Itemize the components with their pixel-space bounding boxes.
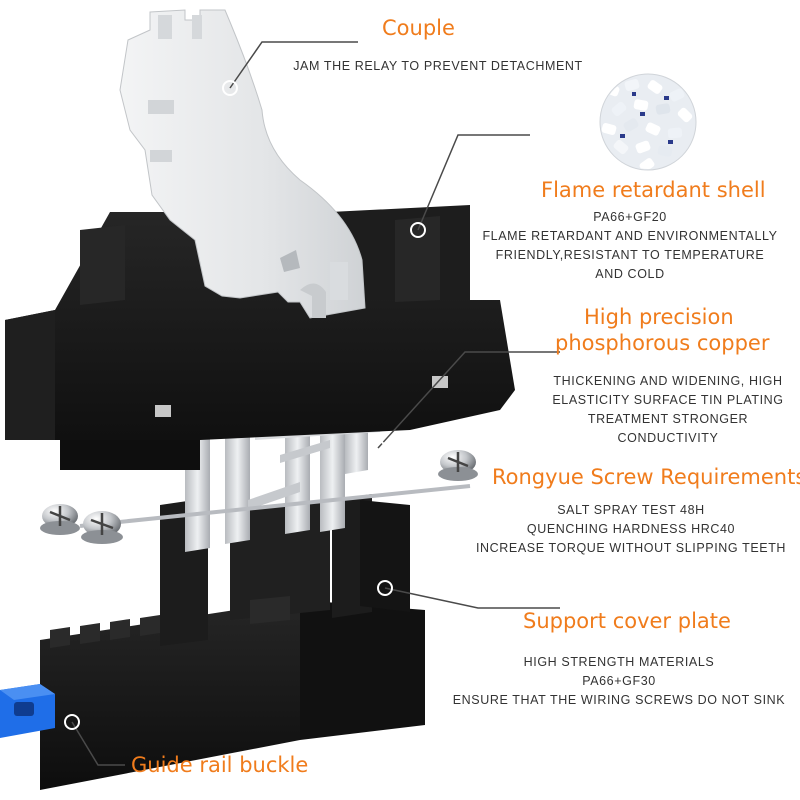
screw-desc-line: QUENCHING HARDNESS HRC40 [526, 522, 736, 536]
shell-desc-line: FLAME RETARDANT AND ENVIRONMENTALLY [482, 229, 778, 243]
copper-desc-line: THICKENING AND WIDENING, HIGH [553, 374, 783, 388]
shell-desc-line: FRIENDLY,RESISTANT TO TEMPERATURE [495, 248, 765, 262]
screw-icon [81, 511, 123, 544]
support-title: Support cover plate [523, 609, 731, 633]
couple-title: Couple [382, 16, 455, 40]
rail-title: Guide rail buckle [131, 753, 309, 777]
screw-rod [79, 484, 471, 528]
couple-description: JAM THE RELAY TO PREVENT DETACHMENT [268, 57, 608, 76]
couple-desc-line: JAM THE RELAY TO PREVENT DETACHMENT [293, 59, 583, 73]
screw-description: SALT SPRAY TEST 48H QUENCHING HARDNESS H… [462, 501, 800, 558]
leader-line-couple [229, 41, 358, 89]
screw-desc-line: SALT SPRAY TEST 48H [557, 503, 705, 517]
leader-line-rail [71, 721, 125, 766]
guide-rail-buckle [0, 684, 55, 738]
leader-line-shell [417, 134, 530, 231]
support-cover-plate [40, 494, 425, 790]
copper-desc-line: TREATMENT STRONGER [587, 412, 749, 426]
screw-title: Rongyue Screw Requirements [492, 465, 800, 489]
copper-desc-line: CONDUCTIVITY [617, 431, 719, 445]
shell-desc-line: PA66+GF20 [593, 210, 667, 224]
leader-lines [71, 41, 560, 766]
support-description: HIGH STRENGTH MATERIALS PA66+GF30 ENSURE… [440, 653, 798, 710]
copper-desc-line: ELASTICITY SURFACE TIN PLATING [552, 393, 784, 407]
screw-icon [438, 450, 478, 481]
material-granules-image [599, 73, 697, 171]
pointer-markers [64, 80, 474, 730]
flame-retardant-shell [5, 205, 515, 470]
leader-line-support [384, 587, 560, 609]
shell-description: PA66+GF20 FLAME RETARDANT AND ENVIRONMEN… [465, 208, 795, 284]
copper-title-line2: phosphorous copper [555, 331, 770, 355]
screw-icon [40, 504, 80, 535]
copper-description: THICKENING AND WIDENING, HIGH ELASTICITY… [528, 372, 800, 448]
leader-line-copper [377, 351, 560, 449]
screw-desc-line: INCREASE TORQUE WITHOUT SLIPPING TEETH [475, 541, 787, 555]
copper-title-line1: High precision [584, 305, 734, 329]
support-desc-line: ENSURE THAT THE WIRING SCREWS DO NOT SIN… [452, 693, 786, 707]
rongyue-screws [40, 450, 478, 544]
shell-desc-line: AND COLD [595, 267, 665, 281]
couple-clip [119, 9, 366, 319]
shell-title: Flame retardant shell [541, 178, 766, 202]
support-desc-line: HIGH STRENGTH MATERIALS [523, 655, 715, 669]
support-desc-line: PA66+GF30 [582, 674, 656, 688]
